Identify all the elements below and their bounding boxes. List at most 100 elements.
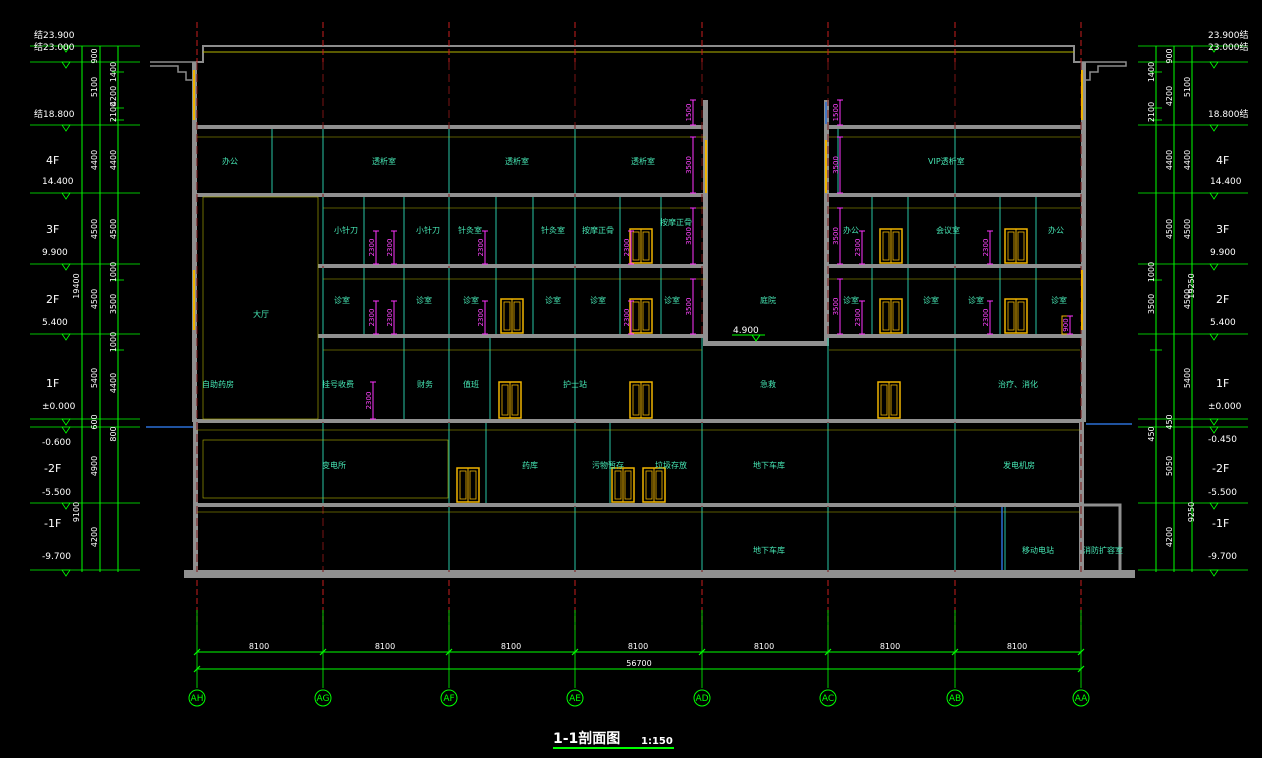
door-leaf [1017,231,1025,261]
svg-text:4900: 4900 [90,456,99,476]
level-marker [61,61,71,69]
bay-dim: 8100 [501,642,521,651]
svg-text:4500: 4500 [90,219,99,239]
level-left-2: 结18.800 [34,108,75,120]
height-dim-label: 2300 [982,309,990,327]
dim-tick [698,648,706,656]
level-marker [1209,61,1219,69]
height-dim-label: 3500 [832,298,840,316]
drawing-title: 1-1剖面图 1:150 [553,730,674,749]
left-level-scale [30,45,140,577]
svg-text:1000: 1000 [109,262,118,282]
room-label: 地下车库 [753,545,785,555]
svg-text:4200: 4200 [1165,527,1174,547]
axis-bubbles: AH AG AF AE AD AC AB AA [188,689,1090,707]
svg-text:4400: 4400 [109,150,118,170]
svg-text:900: 900 [1165,48,1174,63]
room-label: 消防扩容室 [1083,545,1123,555]
height-dim-label: 900 [1062,318,1070,331]
height-dim-label: 3500 [685,227,693,245]
level-marker [61,192,71,200]
level-marker [61,45,71,53]
door-symbols [456,228,1071,503]
door-leaf [642,301,650,331]
door-leaf [503,301,511,331]
height-dim-label: 1500 [832,104,840,122]
svg-text:4200: 4200 [1165,86,1174,106]
room-label: 变电所 [322,460,346,470]
height-dim-label: 2300 [854,309,862,327]
dim-tick [951,648,959,656]
door-leaf [469,470,477,500]
room-label: 诊室 [923,295,939,305]
level-left-1: 结23.000 [34,41,75,53]
door-leaf [1007,231,1015,261]
svg-text:1400: 1400 [1147,62,1156,82]
room-labels: 办公 透析室 透析室 透析室 VIP透析室 小针刀 小针刀 针灸室 针灸室 按摩… [202,156,1123,555]
level-left-5: 5.400 [42,318,68,328]
room-label: 诊室 [416,295,432,305]
axis-label: AE [569,694,581,704]
level-right-9: -9.700 [1208,552,1237,562]
level-left-9: -9.700 [42,552,71,562]
svg-text:450: 450 [1147,426,1156,441]
axis-label: AF [443,694,454,704]
room-label: 诊室 [590,295,606,305]
svg-text:1000: 1000 [1147,262,1156,282]
svg-text:4500: 4500 [90,289,99,309]
room-label: 按摩正骨 [660,217,692,227]
room-label: 护士站 [563,379,587,389]
door-leaf [892,301,900,331]
room-label: 诊室 [664,295,680,305]
total-dim: 56700 [626,659,651,668]
level-marker [61,263,71,271]
svg-text:4400: 4400 [109,373,118,393]
door-leaf [642,384,650,416]
svg-text:9100: 9100 [72,502,81,522]
height-dim-label: 3500 [832,227,840,245]
svg-text:19250: 19250 [1187,273,1196,298]
level-marker [61,124,71,132]
door-leaf [632,384,640,416]
right-level-scale [1138,45,1248,577]
svg-text:3500: 3500 [1147,294,1156,314]
level-right-4: 9.900 [1210,248,1236,258]
bay-dim: 8100 [628,642,648,651]
room-label: 诊室 [463,295,479,305]
door-leaf [501,384,509,416]
room-label: 办公 [843,225,859,235]
level-left-3: 14.400 [42,177,74,187]
svg-text:3500: 3500 [109,294,118,314]
room-label: 诊室 [1051,295,1067,305]
dim-tick [319,648,327,656]
level-marker [1209,45,1219,53]
level-marker [61,418,71,426]
dim-tick [1077,665,1085,673]
floor-label-2f-right: 2F [1216,293,1229,306]
door-leaf [890,384,898,416]
room-label: 污物暂存 [592,460,624,470]
height-dim-label: 2300 [368,309,376,327]
bottom-dimensions: 8100 8100 8100 8100 8100 8100 8100 56700 [193,610,1085,688]
level-right-6: ±0.000 [1208,402,1242,412]
title-text: 1-1剖面图 [553,730,620,747]
axis-label: AB [949,694,961,704]
level-marker [61,569,71,577]
floor-label-b2-right: -2F [1212,462,1229,475]
svg-text:5100: 5100 [1183,77,1192,97]
level-marker [61,502,71,510]
room-label: 诊室 [545,295,561,305]
svg-text:1000: 1000 [109,332,118,352]
floor-label-3f-right: 3F [1216,223,1229,236]
door-leaf [642,231,650,261]
bay-dim: 8100 [880,642,900,651]
level-right-2: 18.800结 [1208,108,1249,120]
svg-text:5400: 5400 [1183,368,1192,388]
room-label: 针灸室 [541,225,565,235]
svg-text:600: 600 [90,414,99,429]
svg-text:1400: 1400 [109,62,118,82]
height-dim-label: 3500 [685,298,693,316]
bay-dim: 8100 [249,642,269,651]
svg-text:5050: 5050 [1165,456,1174,476]
level-marker [61,426,71,434]
